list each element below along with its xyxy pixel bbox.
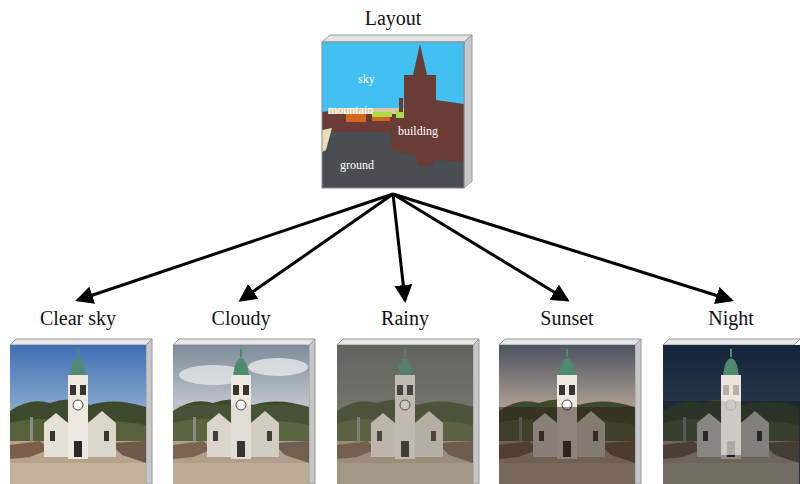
arrow — [393, 194, 567, 300]
segment-label: mountain — [328, 103, 373, 117]
segment-label: sky — [358, 72, 375, 86]
layout-map: Layout sky mountain building ground — [322, 6, 464, 188]
image-title: Cloudy — [173, 306, 309, 330]
output-image: Rainy — [337, 306, 473, 484]
arrow — [78, 194, 393, 300]
output-image: Night — [663, 306, 799, 484]
output-image: Sunset — [499, 306, 635, 484]
arrow — [241, 194, 393, 300]
image-title: Sunset — [499, 306, 635, 330]
image-title: Night — [663, 306, 799, 330]
arrow — [393, 194, 405, 300]
segment-label: ground — [340, 158, 374, 172]
output-image: Cloudy — [173, 306, 309, 484]
segment-label: building — [398, 124, 438, 138]
image-title: Layout — [322, 6, 464, 30]
image-title: Clear sky — [10, 306, 146, 330]
arrow — [393, 194, 731, 300]
output-image: Clear sky — [10, 306, 146, 484]
image-title: Rainy — [337, 306, 473, 330]
